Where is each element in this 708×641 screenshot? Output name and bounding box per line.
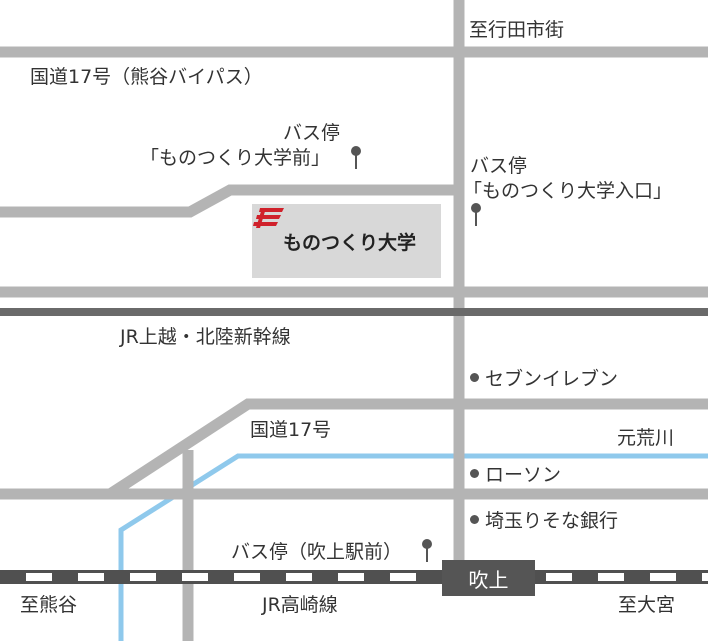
shop-dot-icon <box>470 373 479 382</box>
label-to-kumagaya: 至熊谷 <box>20 594 78 616</box>
shop-seven-eleven: セブンイレブン <box>470 368 618 391</box>
label-takasaki-line: JR高崎線 <box>262 594 338 616</box>
label-to-omiya: 至大宮 <box>618 594 676 616</box>
label-river: 元荒川 <box>617 427 675 449</box>
bus-stop-marker-monotsukuri-mae <box>351 146 361 169</box>
label-bus-stop-2a: バス停 <box>470 155 528 177</box>
label-bus-stop-1a: バス停 <box>282 122 340 144</box>
bus-stop-marker-iriguchi <box>471 203 481 226</box>
label-route17-bypass: 国道17号（熊谷バイパス） <box>30 66 263 88</box>
station-fukiage: 吹上 <box>442 560 535 596</box>
label-route17: 国道17号 <box>250 419 332 441</box>
campus-name: ものつくり大学 <box>282 231 416 254</box>
road-campus-north <box>0 184 456 218</box>
label-bus-stop-1b: 「ものつくり大学前」 <box>140 147 331 169</box>
label-bus-stop-2b: 「ものつくり大学入口」 <box>463 180 673 202</box>
label-shinkansen: JR上越・北陸新幹線 <box>120 326 291 348</box>
campus-box: ものつくり大学 <box>252 204 441 278</box>
shop-dot-icon <box>470 469 479 478</box>
road-route17 <box>106 398 708 499</box>
label-bus-stop-fukiage: バス停（吹上駅前） <box>231 541 403 563</box>
shop-bank: 埼玉りそな銀行 <box>470 510 618 533</box>
shop-lawson: ローソン <box>470 464 561 487</box>
university-logo-icon <box>253 208 284 228</box>
bus-stop-marker-fukiage <box>422 539 432 562</box>
label-to-gyoda: 至行田市街 <box>469 19 565 41</box>
shop-dot-icon <box>470 515 479 524</box>
